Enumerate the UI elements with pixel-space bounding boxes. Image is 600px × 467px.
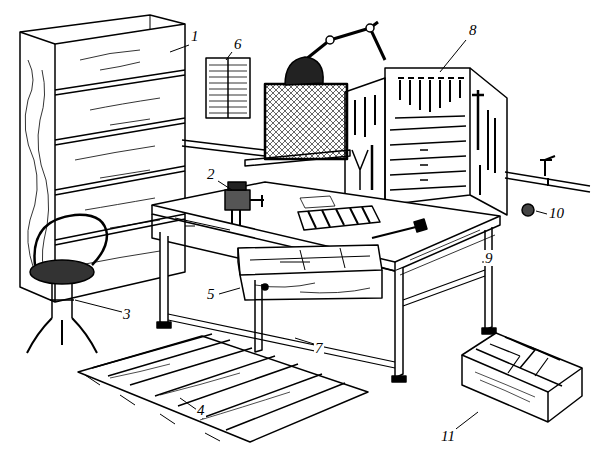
callout-number: 5 bbox=[206, 286, 216, 302]
floor-mat bbox=[78, 334, 368, 442]
tool-cabinet bbox=[345, 68, 507, 215]
lamp bbox=[285, 22, 385, 85]
leader-lines bbox=[75, 40, 547, 432]
callout-number: 9 bbox=[484, 250, 494, 266]
leader-line bbox=[440, 40, 466, 72]
stool bbox=[27, 215, 107, 353]
callout-number: 6 bbox=[233, 36, 243, 52]
leader-line bbox=[218, 181, 232, 190]
drawer bbox=[238, 245, 382, 300]
leader-line bbox=[536, 211, 547, 214]
protective-screen bbox=[245, 84, 350, 166]
callout-number: 2 bbox=[206, 166, 216, 182]
leader-line bbox=[170, 45, 189, 52]
bench-vise bbox=[225, 182, 264, 226]
callout-number: 10 bbox=[548, 205, 565, 221]
callout-number: 7 bbox=[314, 340, 324, 356]
leader-line bbox=[295, 338, 314, 344]
callout-number: 1 bbox=[190, 28, 200, 44]
tap bbox=[540, 156, 555, 186]
callout-number: 4 bbox=[196, 402, 206, 418]
leader-line bbox=[226, 52, 232, 60]
callout-number: 3 bbox=[122, 306, 132, 322]
switch-knob bbox=[522, 204, 534, 216]
parts-box bbox=[462, 333, 582, 422]
callout-number: 11 bbox=[440, 428, 456, 444]
leader-line bbox=[75, 300, 122, 312]
ventilation-window bbox=[206, 58, 250, 118]
wall-pipe bbox=[182, 140, 265, 156]
leader-line bbox=[219, 288, 240, 294]
tools bbox=[298, 196, 427, 238]
callout-number: 8 bbox=[468, 22, 478, 38]
leader-line bbox=[452, 412, 478, 432]
